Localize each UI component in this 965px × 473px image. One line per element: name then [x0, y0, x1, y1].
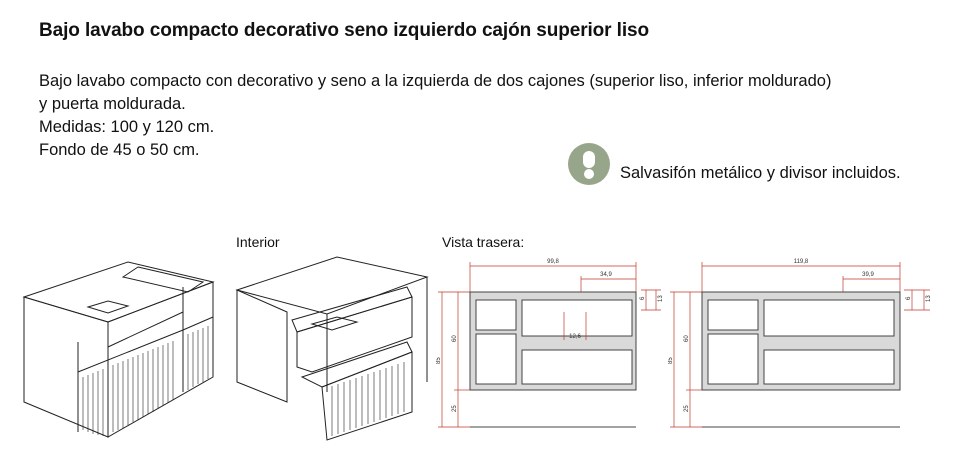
description-line: Fondo de 45 o 50 cm. — [39, 141, 200, 159]
product-title: Bajo lavabo compacto decorativo seno izq… — [39, 20, 649, 41]
d2-dim: 13 — [658, 295, 664, 302]
exclamation-icon — [568, 143, 610, 185]
description-line: Medidas: 100 y 120 cm. — [39, 118, 215, 136]
height-legs-dim: 25 — [684, 405, 690, 412]
rear-view-label: Vista trasera: — [442, 234, 525, 250]
product-description: Bajo lavabo compacto con decorativo y se… — [39, 70, 939, 162]
width-dim: 119,8 — [794, 259, 809, 265]
d1-dim: 6 — [906, 296, 912, 300]
height-body-dim: 60 — [684, 335, 690, 342]
cabinet-interior-drawing — [235, 256, 429, 441]
height-body-dim: 60 — [452, 335, 458, 342]
description-line: Bajo lavabo compacto con decorativo y se… — [39, 72, 832, 90]
note-text: Salvasifón metálico y divisor incluidos. — [620, 164, 901, 182]
height-legs-dim: 25 — [452, 405, 458, 412]
offset-dim: 39,9 — [862, 272, 874, 278]
height-total-dim: 85 — [668, 357, 674, 364]
side-dim: 12,6 — [569, 334, 581, 340]
cabinet-closed-drawing — [22, 261, 215, 438]
description-line: y puerta moldurada. — [39, 95, 186, 113]
d1-dim: 6 — [640, 296, 646, 300]
rear-view-120-drawing: 119,8 39,9 6 13 85 60 25 — [668, 259, 932, 428]
interior-label: Interior — [236, 234, 280, 250]
height-total-dim: 85 — [436, 357, 442, 364]
width-dim: 99,8 — [547, 259, 559, 265]
rear-view-100-drawing: 99,8 34,9 6 13 85 60 25 12,6 — [436, 259, 664, 428]
d2-dim: 13 — [926, 295, 932, 302]
included-note: Salvasifón metálico y divisor incluidos. — [568, 143, 901, 185]
offset-dim: 34,9 — [600, 272, 612, 278]
